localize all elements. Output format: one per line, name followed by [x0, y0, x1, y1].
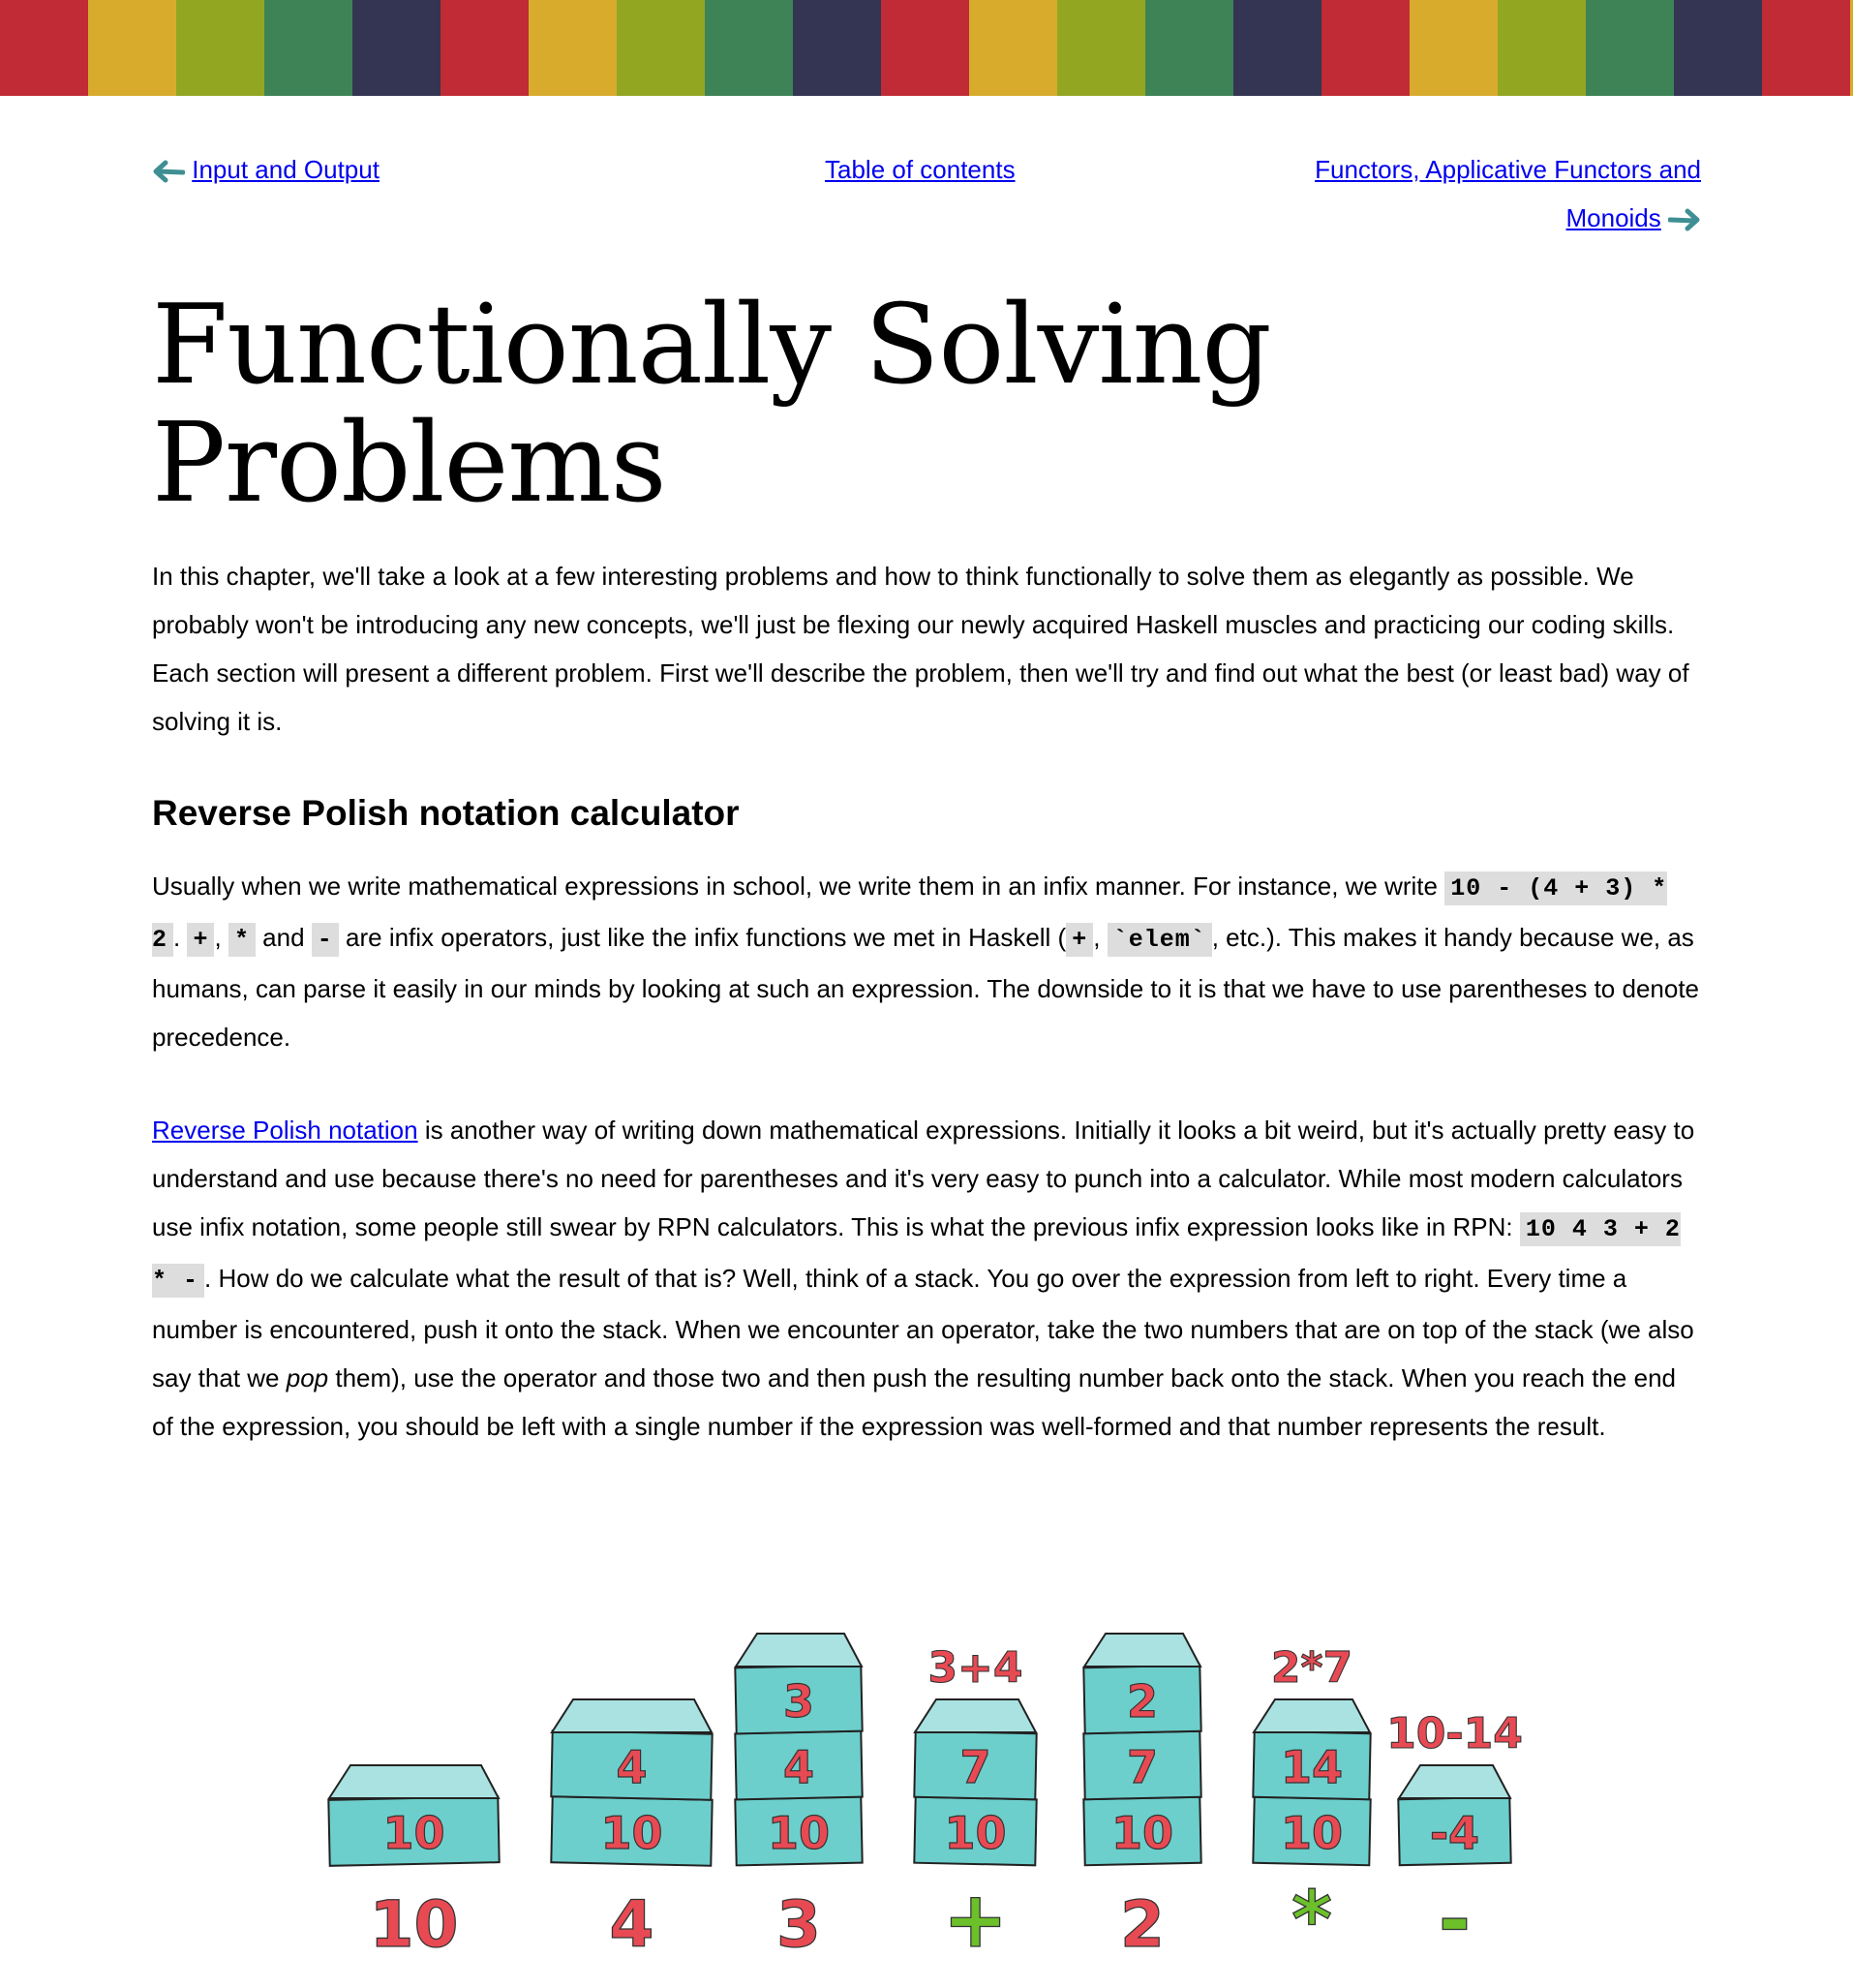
- stack-value: 10: [600, 1807, 662, 1859]
- code-minus: -: [311, 923, 339, 957]
- page-title: Functionally Solving Problems: [152, 281, 1272, 527]
- input-token: -: [1439, 1875, 1471, 1965]
- next-chapter: Functors, Applicative Functors and Monoi…: [1236, 145, 1701, 242]
- stack-roof: [327, 1764, 501, 1799]
- emphasis-pop: pop: [286, 1363, 329, 1392]
- text-span: .: [173, 923, 188, 952]
- prev-chapter-link[interactable]: Input and Output: [192, 155, 380, 184]
- text-span: ,: [214, 923, 228, 952]
- stack-roof: [1397, 1764, 1512, 1799]
- text-span: ,: [1093, 923, 1108, 952]
- operation-note: 10-14: [1386, 1709, 1523, 1759]
- stack-column: 10 7 2 2: [1082, 1633, 1202, 1963]
- stack-value: 10: [768, 1807, 830, 1859]
- text-span: and: [255, 923, 312, 952]
- stack-value: 3: [783, 1675, 814, 1728]
- stack-column: 10 4 3 3: [734, 1633, 864, 1963]
- stack-column: 10 7 3+4 +: [913, 1642, 1038, 1966]
- stack-value: 10: [382, 1807, 444, 1859]
- stack-column: -4 10-14 -: [1386, 1708, 1524, 1965]
- code-elem: `elem`: [1107, 923, 1212, 957]
- stack-value: 2: [1127, 1675, 1158, 1728]
- stack-roof: [734, 1633, 864, 1667]
- chapter-navigation: Input and Output Table of contents Funct…: [152, 145, 1701, 242]
- text-span: . How do we calculate what the result of…: [152, 1264, 1694, 1392]
- text-span: Usually when we write mathematical expre…: [152, 872, 1445, 901]
- stack-column: 10 14 2*7 *: [1252, 1642, 1372, 1966]
- stack-value: 14: [1281, 1741, 1343, 1793]
- input-token: 10: [370, 1887, 459, 1962]
- rpn-stack-illustration: 10 10 10 4 4 10 4 3 3 10 7 3+4 +10 7 2 2 10 14 2*7 * -4 10-14…: [310, 1535, 1559, 1983]
- stack-value: 10: [1111, 1807, 1173, 1859]
- input-token: 3: [776, 1887, 821, 1962]
- code-plus: +: [187, 923, 215, 957]
- arrow-left-icon[interactable]: [152, 159, 185, 184]
- input-token: *: [1291, 1875, 1332, 1965]
- stack-value: 4: [783, 1741, 814, 1793]
- stack-roof: [1082, 1633, 1202, 1667]
- stack-value: 10: [944, 1807, 1006, 1859]
- code-times: *: [228, 923, 256, 957]
- stack-roof: [913, 1698, 1038, 1733]
- stack-value: 4: [616, 1741, 647, 1793]
- code-plus-haskell: +: [1066, 923, 1094, 957]
- text-span: are infix operators, just like the infix…: [338, 923, 1067, 952]
- text-span: , etc.). This makes it handy because we,…: [152, 923, 1700, 1052]
- stack-column: 10 4 4: [550, 1698, 714, 1963]
- text-span: them), use the operator and those two an…: [152, 1363, 1676, 1441]
- stack-column: 10 10: [327, 1764, 501, 1963]
- stack-roof: [1252, 1698, 1372, 1733]
- text-span: is another way of writing down mathemati…: [152, 1116, 1695, 1241]
- rpn-wiki-link[interactable]: Reverse Polish notation: [152, 1116, 418, 1145]
- arrow-right-icon[interactable]: [1668, 207, 1701, 232]
- section-heading: Reverse Polish notation calculator: [152, 793, 740, 833]
- stack-value: -4: [1430, 1807, 1479, 1859]
- stack-value: 7: [959, 1741, 990, 1793]
- input-token: 4: [610, 1887, 654, 1962]
- stack-value: 7: [1127, 1741, 1158, 1793]
- intro-paragraph: In this chapter, we'll take a look at a …: [152, 562, 1689, 736]
- input-token: 2: [1120, 1887, 1165, 1962]
- operation-note: 2*7: [1271, 1643, 1352, 1693]
- color-stripe-banner: [0, 0, 1853, 96]
- next-chapter-link[interactable]: Functors, Applicative Functors and Monoi…: [1315, 155, 1701, 232]
- rpn-paragraph: Reverse Polish notation is another way o…: [152, 1106, 1701, 1451]
- stack-roof: [550, 1698, 714, 1733]
- rpn-stack-drawing: 10 10 10 4 4 10 4 3 3 10 7 3+4 +10 7 2 2 10 14 2*7 * -4 10-14…: [327, 1633, 1524, 1966]
- operation-note: 3+4: [927, 1643, 1022, 1693]
- input-token: +: [943, 1875, 1008, 1965]
- stack-value: 10: [1281, 1807, 1343, 1859]
- prev-chapter: Input and Output: [152, 145, 380, 194]
- infix-paragraph: Usually when we write mathematical expre…: [152, 862, 1701, 1061]
- table-of-contents-link[interactable]: Table of contents: [825, 155, 1016, 184]
